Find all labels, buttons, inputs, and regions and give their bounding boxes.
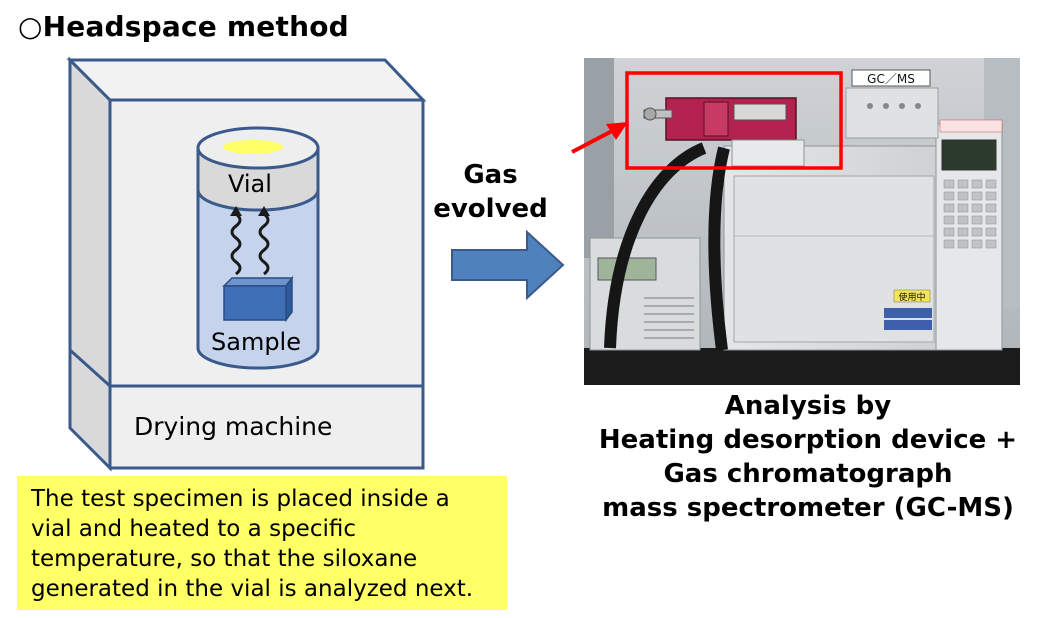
vapour-arrowhead-right xyxy=(258,206,270,216)
analysis-line-2: Heating desorption device + xyxy=(598,425,1018,455)
drying-machine-side-panel xyxy=(68,56,112,472)
drying-machine-side-divider xyxy=(68,348,112,388)
gcms-photo: GC／MS 使用中 xyxy=(584,58,1020,385)
hose-left xyxy=(604,142,707,349)
drying-machine-top-panel xyxy=(66,58,427,102)
vapour-wave-left xyxy=(230,212,242,276)
gcms-sign-text: GC／MS xyxy=(867,72,915,86)
gas-evolved-label: Gas evolved xyxy=(418,158,563,226)
sample-side xyxy=(285,275,293,323)
flow-arrow xyxy=(451,229,565,301)
note-line-3: temperature, so that the siloxane xyxy=(31,546,418,572)
note-line-1: The test specimen is placed inside a xyxy=(31,486,450,512)
in-use-label xyxy=(893,289,931,303)
sample-top xyxy=(222,277,294,287)
page-title: ○Headspace method xyxy=(18,10,349,43)
sample-label: Sample xyxy=(211,328,301,356)
gas-label-line-1: Gas xyxy=(463,160,518,190)
red-pointer-arrow xyxy=(571,122,628,154)
vial-label: Vial xyxy=(228,170,272,198)
analysis-line-3: Gas chromatograph xyxy=(663,459,953,489)
gas-label-line-2: evolved xyxy=(433,194,548,224)
vial-opening xyxy=(223,140,283,154)
description-note: The test specimen is placed inside a via… xyxy=(17,476,507,610)
note-line-2: vial and heated to a specific xyxy=(31,516,356,542)
note-line-4: generated in the vial is analyzed next. xyxy=(31,576,474,602)
drying-machine-label: Drying machine xyxy=(134,412,332,441)
analysis-caption: Analysis by Heating desorption device + … xyxy=(578,389,1038,525)
vapour-wave-right xyxy=(258,212,270,276)
gcms-sign-board xyxy=(851,69,931,87)
sample-block xyxy=(223,285,287,321)
analysis-line-4: mass spectrometer (GC-MS) xyxy=(602,493,1014,523)
in-use-text: 使用中 xyxy=(898,291,925,303)
hose-middle xyxy=(708,146,730,351)
vapour-arrowhead-left xyxy=(230,206,242,216)
analysis-line-1: Analysis by xyxy=(724,391,892,421)
desorption-device-highlight xyxy=(625,71,843,170)
